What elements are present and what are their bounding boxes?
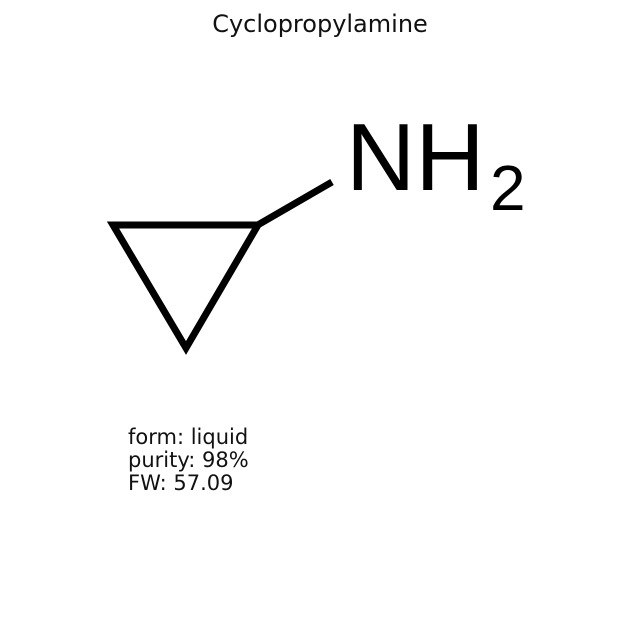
amine-group-label: NH 2	[346, 104, 526, 224]
properties-list: form: liquid purity: 98% FW: 57.09	[128, 426, 249, 495]
compound-title: Cyclopropylamine	[212, 10, 428, 38]
property-fw: FW: 57.09	[128, 471, 234, 495]
property-purity: purity: 98%	[128, 448, 249, 472]
property-form: form: liquid	[128, 425, 249, 449]
c-n-bond	[254, 178, 334, 230]
amine-nh-text: NH	[346, 104, 485, 211]
amine-subscript: 2	[490, 152, 526, 224]
cyclopropane-ring	[106, 221, 265, 355]
